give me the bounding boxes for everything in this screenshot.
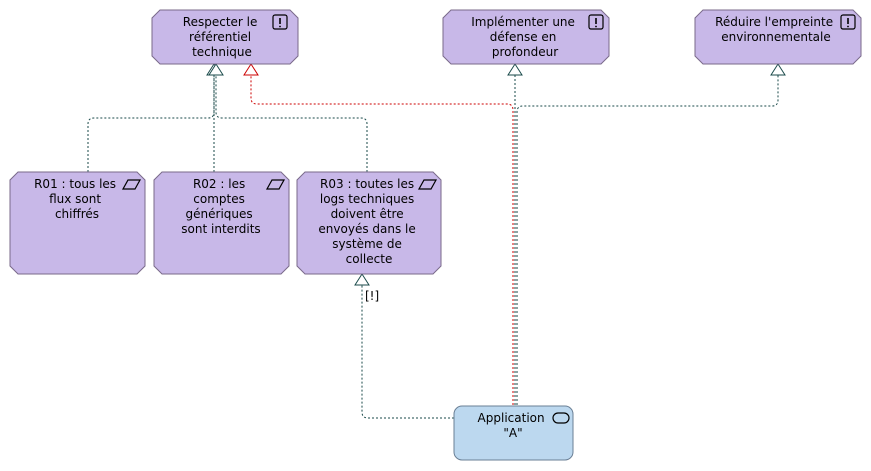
requirement-icon	[265, 179, 286, 190]
svg-text:R01 : tous les flux sont: R01 : tous les flux sont chiffrés	[34, 177, 120, 221]
goal-node-reduire[interactable]: Réduire l'empreinte environnementale	[694, 9, 862, 65]
arrowhead-goal3	[770, 63, 786, 76]
application-label-line: "A"	[503, 426, 522, 440]
requirement-label-line: logs techniques	[320, 192, 414, 206]
requirement-label-line: sont interdits	[181, 222, 260, 236]
svg-text:R02 : les comptes: R02 : les comptes génériques sont interd…	[181, 177, 260, 236]
requirement-label-line: système de	[332, 237, 402, 251]
requirement-label-line: collecte	[346, 252, 393, 266]
connector-r01-to-goal1	[87, 75, 215, 172]
requirement-label-line: R02 : les	[193, 177, 245, 191]
application-node-a[interactable]: Application "A"	[453, 405, 574, 461]
connector-label-r03-app: [!]	[365, 289, 379, 303]
requirement-label-line: R03 : toutes les	[320, 177, 414, 191]
connector-app-to-goal3	[516, 75, 779, 405]
goal-label-line: Respecter le	[183, 15, 258, 29]
svg-text:R03 : toutes les logs te: R03 : toutes les logs techniques doivent…	[318, 177, 419, 266]
requirement-node-r02[interactable]: R02 : les comptes génériques sont interd…	[153, 171, 290, 275]
requirement-label-line: envoyés dans le	[318, 222, 415, 236]
goal-icon	[588, 14, 604, 30]
goal-label-line: environnementale	[721, 30, 830, 44]
svg-text:Implémenter une défense: Implémenter une défense en profondeur	[471, 15, 579, 59]
goal-icon	[840, 14, 856, 30]
connectors: [!]	[87, 63, 786, 419]
requirement-node-r03[interactable]: R03 : toutes les logs techniques doivent…	[296, 171, 442, 275]
goal-label-line: Réduire l'empreinte	[715, 15, 833, 29]
connector-app-to-goal1-conflict	[250, 75, 514, 405]
goal-label-line: profondeur	[492, 45, 558, 59]
arrowhead-r03	[354, 273, 370, 286]
requirement-label-line: comptes	[193, 192, 245, 206]
requirement-label-line: R01 : tous les	[34, 177, 116, 191]
goal-node-implementer[interactable]: Implémenter une défense en profondeur	[442, 9, 610, 65]
requirement-label-line: doivent être	[331, 207, 404, 221]
goal-label-line: défense en	[490, 30, 557, 44]
arrowhead-goal1-right	[208, 63, 224, 76]
goal-node-respecter[interactable]: Respecter le référentiel technique	[151, 9, 299, 65]
arrowhead-goal1-conflict	[243, 63, 259, 76]
arrowhead-goal2	[507, 63, 523, 76]
goal-icon	[272, 14, 288, 30]
application-service-icon	[552, 412, 570, 424]
svg-text:Application "A": Application "A"	[478, 411, 549, 440]
svg-text:Respecter le référentiel: Respecter le référentiel technique	[183, 15, 261, 59]
requirement-label-line: chiffrés	[55, 207, 99, 221]
goal-label-line: référentiel	[189, 30, 251, 44]
application-label-line: Application	[478, 411, 545, 425]
connector-app-to-r03	[361, 285, 454, 419]
requirement-icon	[417, 179, 438, 190]
goal-label-line: technique	[192, 45, 252, 59]
svg-text:Réduire l'empreinte envi: Réduire l'empreinte environnementale	[715, 15, 837, 44]
requirement-label-line: flux sont	[49, 192, 101, 206]
requirement-icon	[121, 179, 142, 190]
connector-r03-to-goal1	[215, 75, 368, 172]
requirement-node-r01[interactable]: R01 : tous les flux sont chiffrés	[9, 171, 146, 275]
requirement-label-line: génériques	[186, 207, 253, 221]
goal-label-line: Implémenter une	[471, 15, 575, 29]
